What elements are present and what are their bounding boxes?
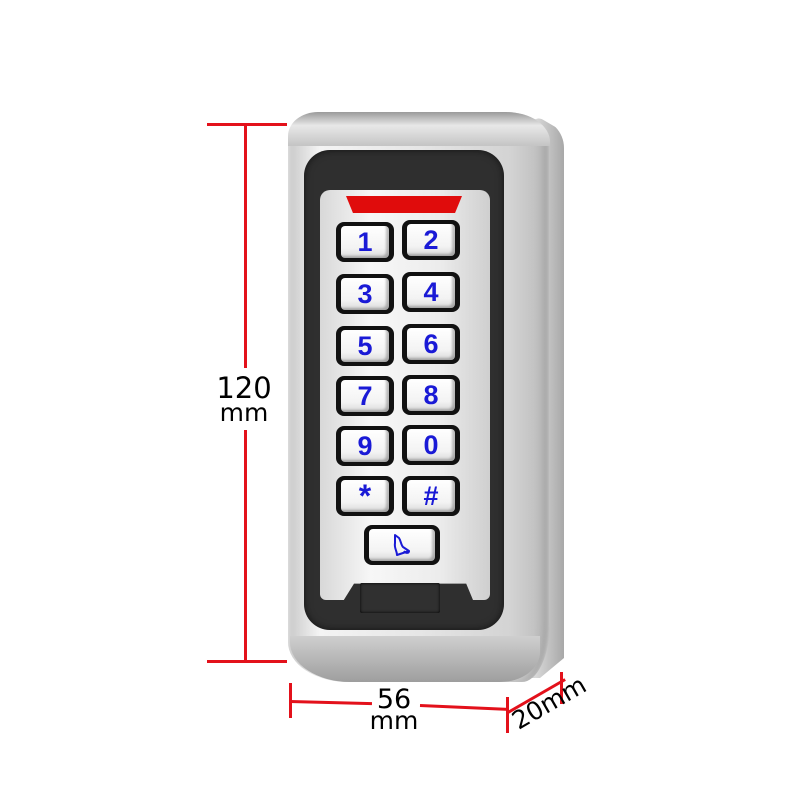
device-top-edge [288,112,550,146]
key-star[interactable]: * [336,476,394,516]
key-0[interactable]: 0 [402,425,460,465]
height-dimension-line-top [244,123,247,368]
key-5[interactable]: 5 [336,326,394,366]
status-led-bar [346,196,462,213]
height-value: 120 [216,371,272,405]
bell-icon [393,534,410,556]
key-3[interactable]: 3 [336,274,394,314]
height-dimension-top-tick [207,123,287,126]
width-dimension-right-tick [506,697,509,733]
width-dimension-line-left [289,700,373,706]
key-8[interactable]: 8 [402,375,460,415]
key-2[interactable]: 2 [402,220,460,260]
height-unit: mm [219,398,269,427]
width-unit: mm [369,706,419,735]
width-label: 56 mm [364,686,424,733]
key-hash[interactable]: # [402,476,460,516]
key-1[interactable]: 1 [336,222,394,262]
key-4[interactable]: 4 [402,272,460,312]
height-dimension-bottom-tick [207,660,287,663]
key-7[interactable]: 7 [336,376,394,416]
depth-dimension-right-tick [560,672,563,704]
card-reader-area [360,583,440,613]
height-dimension-line-bottom [244,430,247,662]
key-9[interactable]: 9 [336,426,394,466]
width-dimension-line-right [419,704,508,711]
height-label: 120 mm [212,371,276,427]
device-bottom-edge [290,636,540,682]
width-value: 56 [376,684,412,715]
key-6[interactable]: 6 [402,324,460,364]
doorbell-key[interactable] [364,525,440,565]
